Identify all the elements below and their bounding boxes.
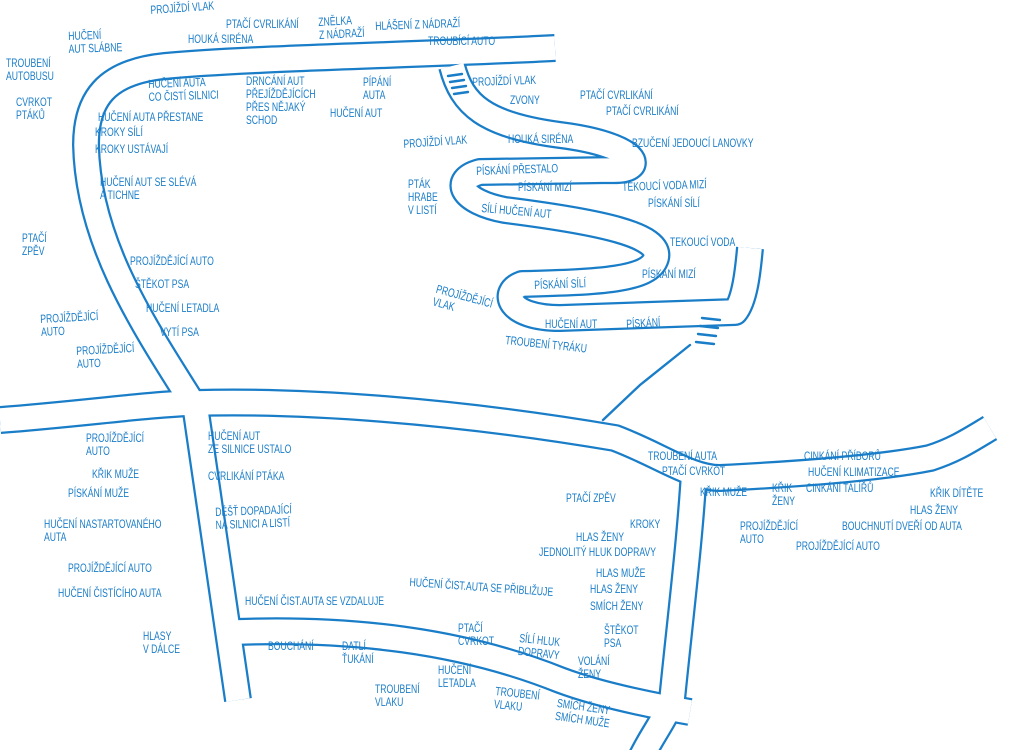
sound-label: PROJÍŽDĚJÍCÍ AUTO	[86, 431, 145, 458]
sound-label: DATLÍ ŤUKÁNÍ	[342, 639, 374, 666]
sound-label: PROJÍŽDĚJÍCÍ AUTO	[796, 539, 880, 553]
sound-label: TEKOUCÍ VODA	[670, 235, 736, 249]
sound-label: PROJÍŽDĚJÍCÍ AUTO	[68, 561, 152, 575]
sound-label: DRNCÁNÍ AUT PŘEJÍŽDĚJÍCÍCH PŘES NĚJAKÝ S…	[246, 74, 316, 127]
sound-label: TROUBENÍ AUTOBUSU	[6, 56, 54, 83]
sound-label: HUČENÍ AUT	[330, 106, 383, 120]
sound-label: CINKÁNÍ TALÍŘŮ	[806, 481, 874, 495]
sound-label: PTÁK HRABE V LISTÍ	[408, 177, 438, 217]
sound-label: KŘIK MUŽE	[700, 485, 748, 499]
sound-label: VOLÁNÍ ŽENY	[578, 654, 610, 681]
sound-label: PÍSKÁNÍ MIZÍ	[642, 267, 696, 281]
sound-label: HLAS MUŽE	[596, 566, 646, 580]
sound-label: HUČENÍ ČISTÍCÍHO AUTA	[58, 586, 162, 600]
sound-label: SÍLÍ HLUK DOPRAVY	[517, 631, 561, 663]
sound-label: HUČENÍ AUT	[545, 317, 598, 331]
sound-label: JEDNOLITÝ HLUK DOPRAVY	[539, 545, 656, 559]
sound-label: ŠTĚKOT PSA	[604, 623, 639, 650]
sound-label: HLAS ŽENY	[576, 530, 625, 544]
sound-label: PTAČÍ CVRKOT	[458, 621, 495, 648]
sound-label: KŘIK ŽENY	[772, 481, 796, 508]
sound-label: PÍSKÁNÍ	[625, 315, 661, 331]
sound-label: PÍSKÁNÍ MUŽE	[68, 486, 129, 500]
sound-label: PROJÍŽDĚJÍCÍ AUTO	[130, 254, 214, 268]
sound-label: KŘIK DÍTĚTE	[930, 486, 984, 500]
sound-label: BOUCHNUTÍ DVEŘÍ OD AUTA	[842, 519, 962, 533]
sound-label: PÍPÁNÍ AUTA	[363, 75, 392, 102]
sound-label: VYTÍ PSA	[160, 325, 199, 339]
road-fills	[0, 36, 997, 750]
sound-label: PROJÍŽDĚJÍCÍ AUTO	[75, 340, 135, 371]
sound-label: PROJÍŽDĚJÍCÍ AUTO	[39, 308, 99, 339]
sound-label: HLAS ŽENY	[590, 582, 639, 596]
sound-label: TROUBENÍ VLAKU	[375, 682, 420, 709]
sound-label: KROKY USTÁVAJÍ	[95, 142, 169, 156]
sound-label: HLASY V DÁLCE	[143, 629, 180, 656]
sound-label: HUČENÍ AUT SLÁBNE	[67, 27, 123, 56]
sound-label: CVRKOT PTÁKŮ	[16, 95, 53, 122]
sound-label: HUČENÍ LETADLA	[438, 663, 476, 690]
sound-label: HUČENÍ AUTA CO ČISTÍ SILNICI	[147, 74, 219, 104]
sound-label: HUČENÍ NASTARTOVANÉHO AUTA	[44, 517, 162, 544]
sound-label: TROUBENÍ VLAKU	[493, 684, 541, 714]
sound-label: CINKÁNÍ PŘÍBORŮ	[804, 449, 881, 463]
sound-label: PÍSKÁNÍ SÍLÍ	[533, 276, 587, 292]
sound-label: PTAČÍ CVRLIKÁNÍ	[226, 17, 299, 31]
sound-label: PROJÍŽDÍ VLAK	[471, 72, 537, 89]
sound-label: SMÍCH ŽENY	[590, 599, 644, 613]
sound-label: ZNĚLKA Z NÁDRAŽÍ	[317, 13, 365, 42]
sound-label: ŠTĚKOT PSA	[135, 277, 190, 291]
sound-label: HUČENÍ KLIMATIZACE	[808, 465, 900, 479]
sound-label: PÍSKÁNÍ SÍLÍ	[648, 196, 700, 210]
sound-label: KROKY	[630, 517, 661, 531]
sound-label: KROKY SÍLÍ	[95, 125, 143, 139]
sound-label: TROUBENÍ AUTA	[648, 449, 717, 463]
sound-label: HOUKÁ SIRÉNA	[508, 132, 574, 146]
sound-label: HUČENÍ AUT SE SLÉVÁ A TICHNE	[100, 175, 197, 202]
sound-label: HUČENÍ AUTA PŘESTANE	[98, 110, 204, 124]
sound-label: PTAČÍ ZPĚV	[566, 491, 616, 505]
sound-label: CVRLIKÁNÍ PTÁKA	[208, 469, 285, 483]
road-edge-diagonal	[601, 343, 692, 422]
sound-label: HUČENÍ AUT ZE SILNICE USTALO	[208, 429, 292, 456]
sound-label: DÉŠŤ DOPADAJÍCÍ NA SILNICI A LISTÍ	[214, 502, 293, 532]
sound-label: HUČENÍ LETADLA	[146, 301, 220, 315]
sound-label: BOUCHÁNÍ	[268, 639, 314, 653]
sound-label: PROJÍŽDĚJÍCÍ AUTO	[740, 519, 799, 546]
sound-label: PTAČÍ CVRKOT	[662, 464, 726, 478]
sound-label: TROUBÍCÍ AUTO	[428, 34, 496, 48]
sound-label: KŘIK MUŽE	[92, 467, 140, 481]
sound-label: BZUČENÍ JEDOUCÍ LANOVKY	[632, 136, 754, 150]
sound-label: PTAČÍ CVRLIKÁNÍ	[606, 104, 679, 118]
sound-label: PTAČÍ ZPĚV	[22, 231, 47, 258]
sound-label: HUČENÍ ČIST.AUTA SE VZDALUJE	[245, 594, 385, 608]
sound-label: ZVONY	[510, 93, 540, 107]
sound-label: PTAČÍ CVRLIKÁNÍ	[580, 88, 653, 102]
sound-label: HOUKÁ SIRÉNA	[188, 32, 254, 46]
stairs-icon	[446, 72, 722, 346]
sound-label: HLAS ŽENY	[910, 503, 959, 517]
sound-label: PÍSKÁNÍ MIZÍ	[518, 180, 572, 194]
